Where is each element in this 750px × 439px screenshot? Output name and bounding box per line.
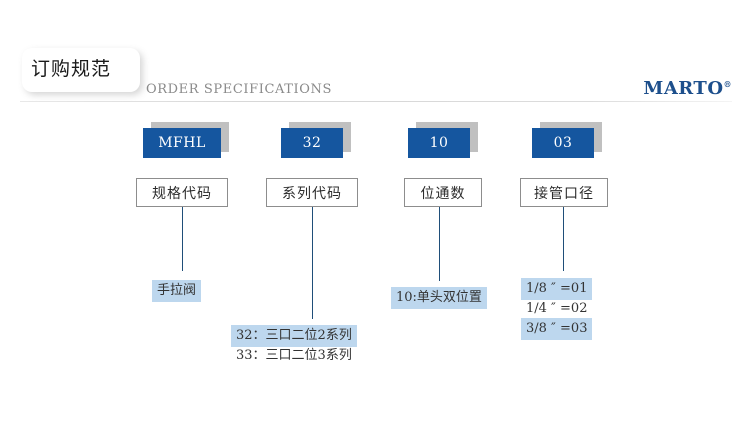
value-item: 1/8 ″ =01 (521, 278, 593, 300)
page-header: 订购规范 ORDER SPECIFICATIONS MARTO® (0, 0, 750, 104)
value-line: 手拉阀 (152, 280, 202, 302)
value-item: 3/8 ″ =03 (521, 318, 593, 340)
code-chip-value-pipe-diameter: 03 (532, 128, 594, 158)
header-divider (20, 101, 732, 102)
title-plate-decoration (22, 48, 140, 92)
value-line: 1/8 ″ =01 (521, 278, 593, 300)
value-item: 33：三口二位3系列 (236, 348, 352, 363)
value-line: 10:单头双位置 (391, 287, 487, 309)
code-chip-value-spec-code: MFHL (143, 128, 221, 158)
code-chip-value-series-code: 32 (281, 128, 343, 158)
value-line: 33：三口二位3系列 (231, 345, 357, 365)
value-item: 32：三口二位2系列 (231, 325, 357, 347)
value-list-spec-code: 手拉阀 (152, 280, 202, 302)
connector-line-spec-code (182, 207, 183, 271)
value-item: 10:单头双位置 (391, 287, 487, 309)
brand-name: MARTO (643, 78, 724, 99)
connector-line-pipe-diameter (563, 207, 564, 271)
value-line: 32：三口二位2系列 (231, 325, 357, 347)
value-item: 1/4 ″ =02 (526, 301, 588, 316)
registered-trademark-icon: ® (723, 79, 732, 89)
value-line: 3/8 ″ =03 (521, 318, 593, 340)
brand-logo: MARTO® (643, 78, 732, 99)
connector-line-series-code (312, 207, 313, 319)
value-list-port-count: 10:单头双位置 (391, 287, 487, 309)
field-label-port-count: 位通数 (404, 178, 482, 207)
code-chip-value-port-count: 10 (408, 128, 470, 158)
connector-line-port-count (439, 207, 440, 281)
value-item: 手拉阀 (152, 280, 202, 302)
field-label-series-code: 系列代码 (266, 178, 358, 207)
page-title-en: ORDER SPECIFICATIONS (146, 82, 333, 97)
page-title-cn: 订购规范 (31, 58, 112, 80)
value-line: 1/4 ″ =02 (521, 298, 592, 318)
field-label-pipe-diameter: 接管口径 (520, 178, 608, 207)
field-label-spec-code: 规格代码 (136, 178, 228, 207)
